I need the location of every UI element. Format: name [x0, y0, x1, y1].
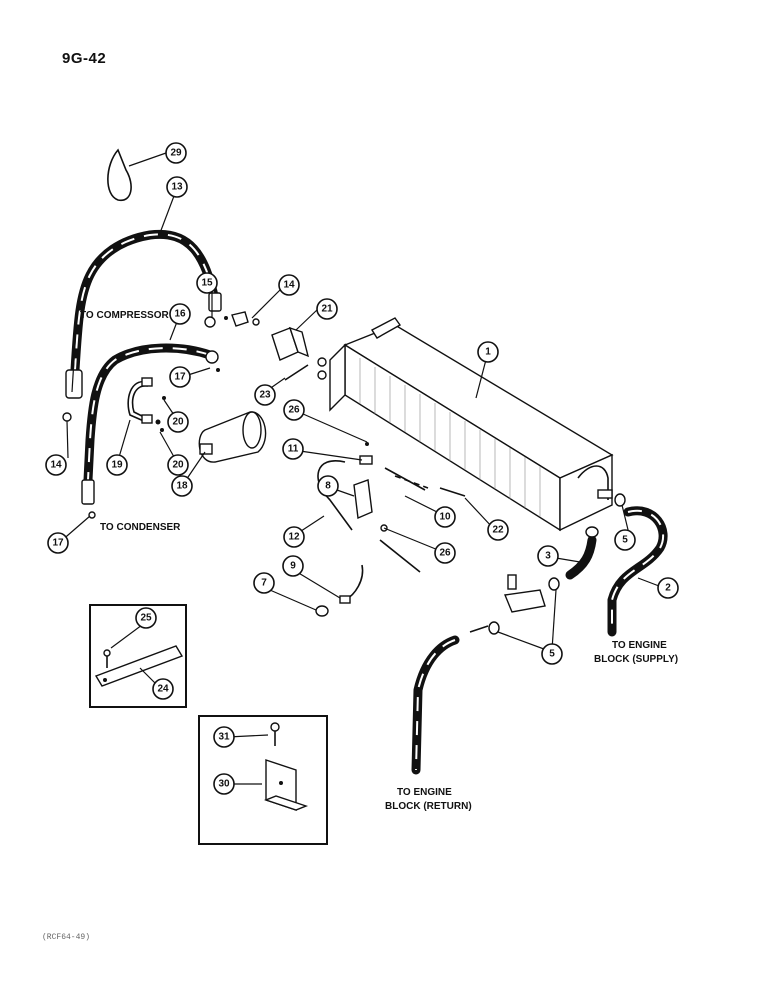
- callout-17a: 17: [169, 366, 191, 388]
- callout-11: 11: [282, 438, 304, 460]
- callout-5b: 5: [541, 643, 563, 665]
- small-fittings: [62, 311, 373, 519]
- callout-14a: 14: [278, 274, 300, 296]
- svg-text:5: 5: [622, 535, 628, 546]
- callout-2: 2: [657, 577, 679, 599]
- svg-text:30: 30: [218, 779, 230, 790]
- callout-17b: 17: [47, 532, 69, 554]
- callout-16: 16: [169, 303, 191, 325]
- svg-text:24: 24: [157, 684, 169, 695]
- footer-code: (RCF64-49): [42, 933, 91, 942]
- callout-12: 12: [283, 526, 305, 548]
- callout-24: 24: [152, 678, 174, 700]
- svg-text:16: 16: [174, 309, 186, 320]
- svg-text:26: 26: [439, 548, 451, 559]
- callout-5a: 5: [614, 529, 636, 551]
- callout-20a: 20: [167, 411, 189, 433]
- svg-text:23: 23: [259, 390, 271, 401]
- svg-text:25: 25: [140, 613, 152, 624]
- callout-7: 7: [253, 572, 275, 594]
- callout-8: 8: [317, 475, 339, 497]
- page-number: 9G-42: [62, 50, 107, 67]
- callout-14b: 14: [45, 454, 67, 476]
- svg-text:11: 11: [288, 444, 299, 455]
- svg-text:22: 22: [492, 525, 504, 536]
- svg-text:18: 18: [176, 481, 188, 492]
- callout-23: 23: [254, 384, 276, 406]
- svg-text:8: 8: [325, 481, 331, 492]
- label-to-engine-return-line2: BLOCK (RETURN): [385, 801, 472, 812]
- svg-text:20: 20: [172, 460, 184, 471]
- svg-text:15: 15: [201, 278, 213, 289]
- label-to-condenser: TO CONDENSER: [100, 522, 181, 533]
- svg-text:19: 19: [111, 460, 123, 471]
- callout-15: 15: [196, 272, 218, 294]
- svg-text:2: 2: [665, 583, 671, 594]
- label-to-engine-supply-line1: TO ENGINE: [612, 640, 667, 651]
- hose-16: [81, 343, 219, 505]
- svg-text:5: 5: [549, 649, 555, 660]
- callout-21: 21: [316, 298, 338, 320]
- callout-29: 29: [165, 142, 187, 164]
- svg-text:3: 3: [545, 551, 551, 562]
- receiver-drier: [198, 411, 267, 463]
- callout-10: 10: [434, 506, 456, 528]
- svg-text:20: 20: [172, 417, 184, 428]
- callout-26b: 26: [434, 542, 456, 564]
- svg-text:1: 1: [485, 347, 491, 358]
- label-to-engine-supply-line2: BLOCK (SUPPLY): [594, 654, 678, 665]
- callout-25: 25: [135, 607, 157, 629]
- callout-20b: 20: [167, 454, 189, 476]
- control-cable-assembly: [315, 460, 466, 617]
- svg-text:21: 21: [321, 304, 333, 315]
- clamp-29: [107, 148, 132, 201]
- expansion-valve: [271, 326, 310, 361]
- hose-13: [65, 229, 222, 399]
- coolant-hoses: [411, 493, 668, 775]
- svg-text:14: 14: [283, 280, 295, 291]
- svg-text:31: 31: [218, 732, 230, 743]
- svg-text:29: 29: [170, 148, 182, 159]
- callout-26a: 26: [283, 399, 305, 421]
- callout-22: 22: [487, 519, 509, 541]
- svg-text:14: 14: [50, 460, 62, 471]
- label-to-engine-return-line1: TO ENGINE: [397, 787, 452, 798]
- svg-text:26: 26: [288, 405, 300, 416]
- svg-text:17: 17: [174, 372, 186, 383]
- callout-1: 1: [477, 341, 499, 363]
- svg-text:9: 9: [290, 561, 296, 572]
- callout-3: 3: [537, 545, 559, 567]
- svg-text:12: 12: [288, 532, 300, 543]
- heater-core-assembly: [317, 317, 614, 532]
- svg-text:13: 13: [171, 182, 183, 193]
- label-to-compressor: TO COMPRESSOR: [80, 310, 169, 321]
- callout-18: 18: [171, 475, 193, 497]
- callout-9: 9: [282, 555, 304, 577]
- callout-19: 19: [106, 454, 128, 476]
- callout-30: 30: [213, 773, 235, 795]
- callout-31: 31: [213, 726, 235, 748]
- svg-text:7: 7: [261, 578, 267, 589]
- callout-13: 13: [166, 176, 188, 198]
- svg-text:10: 10: [439, 512, 451, 523]
- svg-text:17: 17: [52, 538, 64, 549]
